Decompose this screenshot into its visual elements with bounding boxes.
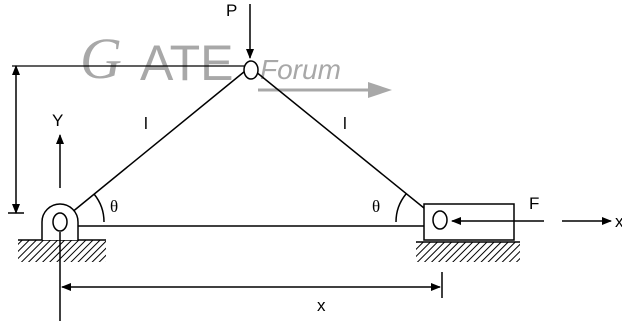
watermark-letter: G <box>80 26 122 91</box>
distance-label: x <box>317 296 326 315</box>
left-fixed-support <box>18 203 106 262</box>
watermark-main: ATE <box>140 35 234 91</box>
watermark-logo: G ATE Forum <box>80 26 392 98</box>
right-angle-arc <box>395 193 407 223</box>
left-angle-arc <box>93 193 105 223</box>
left-pin-joint <box>52 212 68 232</box>
y-axis: Y <box>52 111 64 188</box>
top-pin-joint <box>243 60 259 80</box>
right-ground-hatch <box>416 242 520 262</box>
watermark-arrow-icon <box>368 82 392 98</box>
watermark-tail: Forum <box>260 54 341 85</box>
height-dimension <box>8 65 250 214</box>
right-link <box>249 66 441 222</box>
right-angle-label: θ <box>372 197 380 216</box>
right-slider-support: F <box>416 194 544 262</box>
right-link-label: l <box>343 114 347 133</box>
x-axis-label: x <box>615 212 622 231</box>
x-axis: x <box>562 212 622 231</box>
load-label: P <box>226 1 237 20</box>
left-link <box>59 66 251 223</box>
load-arrow: P <box>226 1 254 59</box>
left-ground-hatch <box>18 240 106 262</box>
force-label: F <box>529 194 539 213</box>
left-angle-label: θ <box>110 197 118 216</box>
distance-dimension: x <box>59 232 443 321</box>
links: l l <box>59 66 441 227</box>
y-axis-label: Y <box>52 111 63 130</box>
angles: θ θ <box>93 193 407 223</box>
left-link-label: l <box>144 114 148 133</box>
right-pin-joint <box>432 210 448 230</box>
